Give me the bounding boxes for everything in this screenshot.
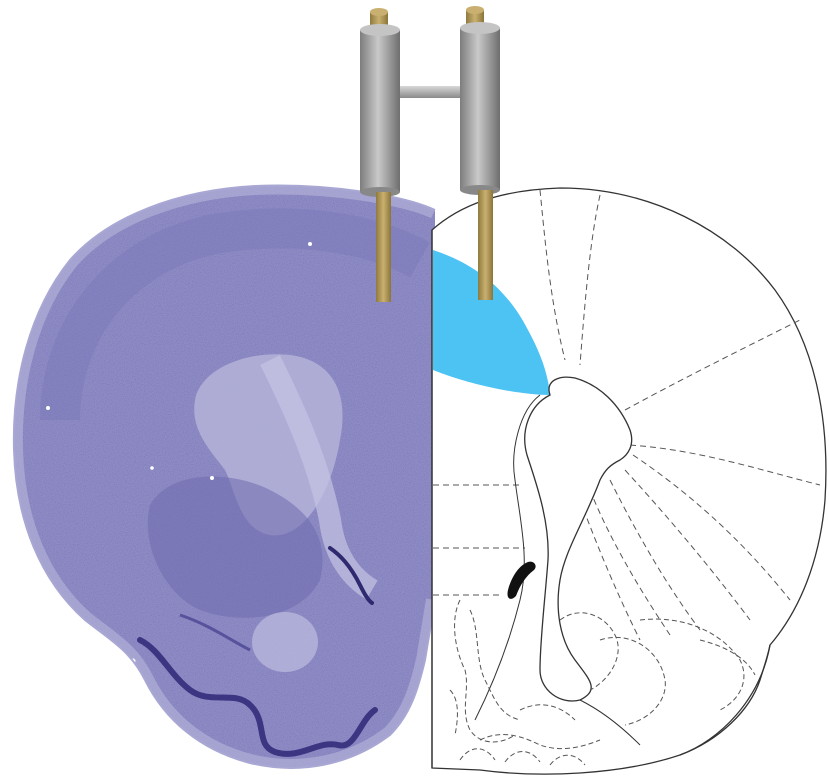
cannula-shaft-left [376, 192, 391, 302]
cannula-shaft-right [478, 190, 493, 300]
amygdala-nucleus [252, 612, 318, 672]
nissl-stained-section [0, 170, 440, 783]
cannula-pedestal-left [360, 24, 400, 197]
vessel-speck [150, 466, 154, 470]
cannula-bridge [396, 86, 466, 98]
vessel-speck [308, 242, 312, 246]
cannula-pedestal-right [460, 22, 500, 195]
vessel-speck [210, 476, 214, 480]
vessel-speck [46, 406, 50, 410]
